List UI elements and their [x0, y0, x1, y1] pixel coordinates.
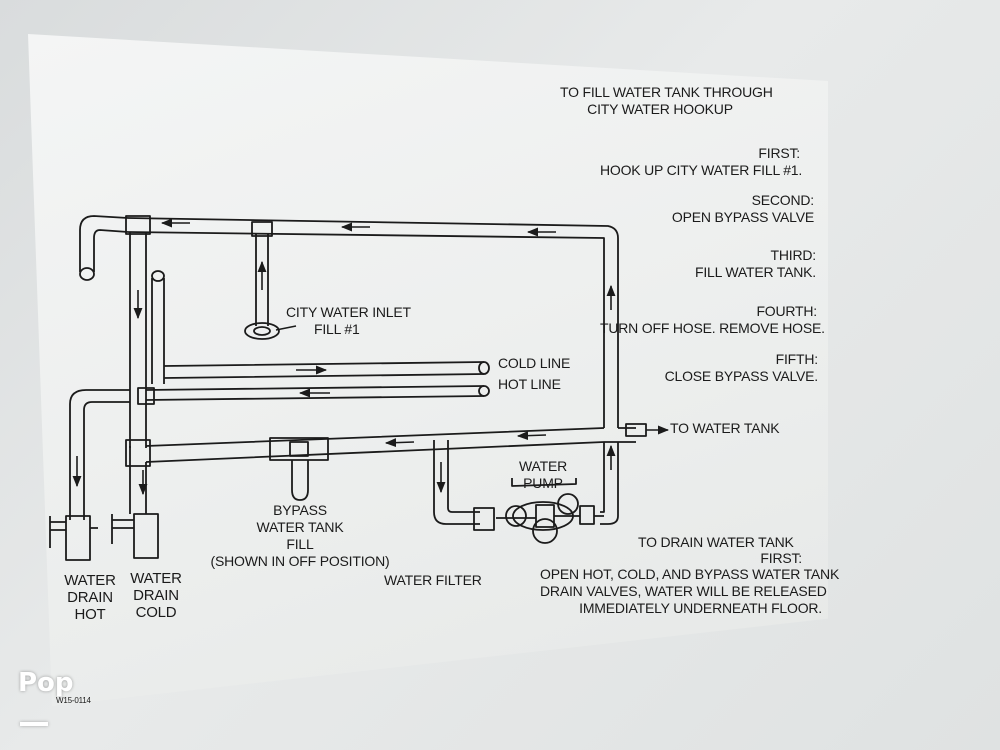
city-inlet-label-line: CITY WATER INLET — [286, 304, 411, 320]
step-heading: FIRST: — [758, 145, 800, 161]
fill-title-line: TO FILL WATER TANK THROUGH — [560, 84, 773, 100]
drain-hot-label: WATER DRAIN HOT — [56, 572, 124, 623]
fill-title-line: CITY WATER HOOKUP — [587, 101, 733, 117]
instruction-sticker — [28, 34, 828, 706]
step-first: FIRST: HOOK UP CITY WATER FILL #1. — [600, 145, 803, 179]
main-vertical-pipe — [129, 232, 147, 448]
step-text: HOOK UP CITY WATER FILL #1. — [600, 162, 803, 178]
cold-line-pipe — [163, 361, 485, 379]
drain-text-line: OPEN HOT, COLD, AND BYPASS WATER TANK — [540, 566, 840, 582]
step-text: OPEN BYPASS VALVE — [671, 209, 814, 225]
drain-hot-label-line: WATER — [64, 572, 116, 589]
water-filter-label: WATER FILTER — [384, 572, 482, 588]
drain-heading: FIRST: — [760, 550, 802, 566]
flow-arrow — [516, 431, 547, 441]
water-pump-label-line: PUMP — [523, 475, 563, 491]
bypass-valve — [269, 437, 329, 461]
riser-pipe — [151, 278, 165, 384]
top-left-bend — [79, 215, 129, 272]
top-pipe — [127, 217, 619, 428]
pump-bracket — [511, 478, 577, 487]
drain-text-line: DRAIN VALVES, WATER WILL BE RELEASED — [540, 583, 827, 599]
drain-title: TO DRAIN WATER TANK — [638, 534, 794, 550]
drain-text-line: IMMEDIATELY UNDERNEATH FLOOR. — [579, 600, 822, 616]
step-text: CLOSE BYPASS VALVE. — [664, 368, 819, 384]
step-fourth: FOURTH: TURN OFF HOSE. REMOVE HOSE. — [600, 303, 825, 337]
step-third: THIRD: FILL WATER TANK. — [600, 247, 816, 281]
step-text: FILL WATER TANK. — [694, 264, 816, 280]
hot-drain-valve — [65, 515, 91, 561]
pipe-cap — [79, 267, 95, 281]
step-heading: SECOND: — [751, 192, 815, 208]
bypass-label-line: WATER TANK — [256, 519, 344, 535]
bypass-label-line: BYPASS — [273, 502, 327, 518]
water-filter-unit — [473, 507, 495, 531]
pop-watermark-bar — [20, 722, 48, 726]
hot-drain-pipe — [69, 389, 130, 520]
step-heading: FIFTH: — [775, 351, 819, 367]
city-inlet-label: CITY WATER INLET FILL #1 — [286, 304, 411, 338]
bypass-pipe — [145, 427, 605, 463]
step-fifth: FIFTH: CLOSE BYPASS VALVE. — [600, 351, 819, 385]
cold-drain-valve — [133, 513, 159, 559]
tank-outlet-pipe — [604, 427, 636, 443]
water-pump-label-line: WATER — [519, 458, 567, 474]
drain-cold-label-line: COLD — [135, 604, 177, 621]
cold-line-label: COLD LINE — [498, 355, 571, 371]
fill-title: TO FILL WATER TANK THROUGH CITY WATER HO… — [560, 84, 773, 118]
water-pump-label: WATER PUMP — [510, 458, 576, 492]
drain-hot-label-line: HOT — [74, 606, 106, 623]
pop-watermark-logo: Pop — [18, 668, 74, 698]
bypass-label-line: FILL — [286, 536, 314, 552]
step-heading: THIRD: — [770, 247, 817, 263]
hot-line-label: HOT LINE — [498, 376, 561, 392]
step-heading: FOURTH: — [756, 303, 817, 319]
step-text: TURN OFF HOSE. REMOVE HOSE. — [600, 320, 825, 336]
flow-arrow — [384, 438, 415, 448]
hot-line-pipe — [145, 385, 485, 401]
drain-cold-label: WATER DRAIN COLD — [122, 570, 190, 621]
drain-cold-label-line: DRAIN — [133, 587, 179, 604]
drain-hot-label-line: DRAIN — [67, 589, 113, 606]
inlet-pipe — [255, 234, 269, 326]
bypass-label: BYPASS WATER TANK FILL (SHOWN IN OFF POS… — [200, 502, 400, 570]
pump-loop-pipe — [433, 440, 619, 525]
drain-cold-label-line: WATER — [130, 570, 182, 587]
part-number: W15-0114 — [56, 696, 91, 705]
leader-line — [275, 325, 297, 331]
bypass-label-line: (SHOWN IN OFF POSITION) — [210, 553, 390, 569]
drain-instructions: OPEN HOT, COLD, AND BYPASS WATER TANK DR… — [540, 566, 840, 617]
city-inlet-label-line: FILL #1 — [314, 321, 360, 337]
city-water-inlet-fitting — [244, 322, 280, 340]
to-water-tank-label: TO WATER TANK — [670, 420, 780, 436]
step-second: SECOND: OPEN BYPASS VALVE — [600, 192, 814, 226]
